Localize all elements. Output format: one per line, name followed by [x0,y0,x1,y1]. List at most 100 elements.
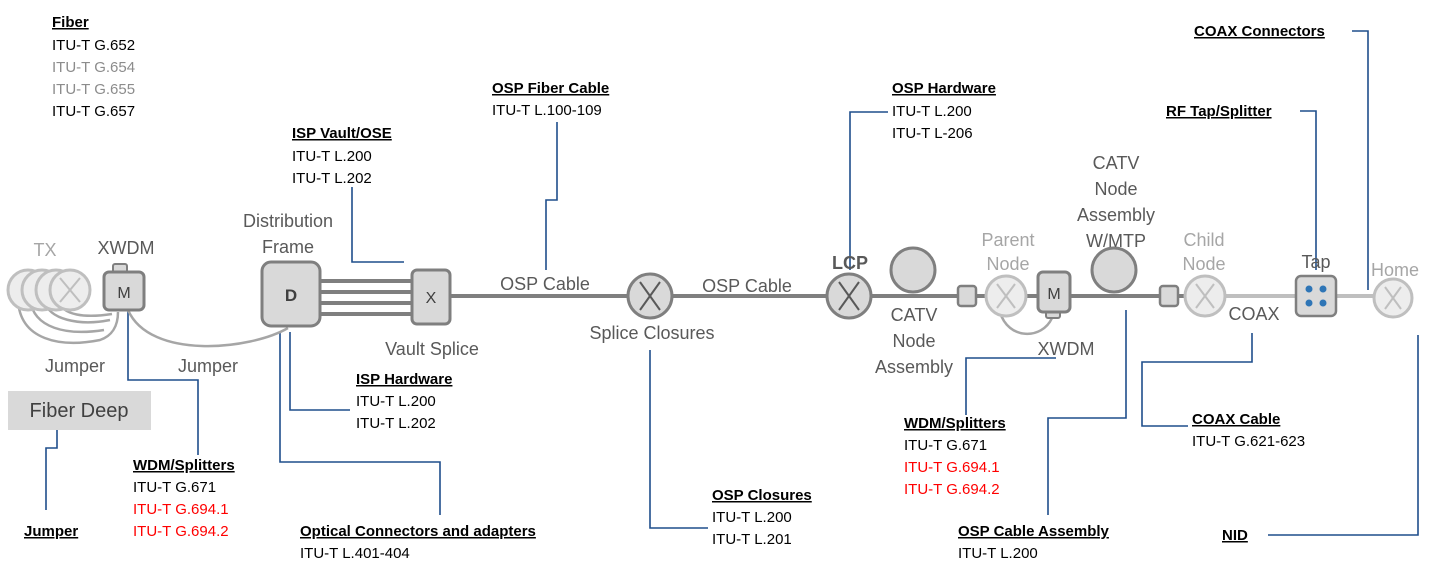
tap-label: Tap [1301,252,1330,272]
callout-isp-hardware: ISP Hardware ITU-T L.200 ITU-T L.202 [356,371,452,432]
callout-title: WDM/Splitters [904,415,1006,432]
catv-node-assembly-label-3: Assembly [875,357,953,377]
callout-title: OSP Closures [712,487,812,504]
callout-line: ITU-T G.621-623 [1192,433,1305,450]
callout-coax-cable: COAX Cable ITU-T G.621-623 [1192,411,1305,450]
distribution-frame-label-1: Distribution [243,211,333,231]
child-node-label-1: Child [1183,230,1224,250]
catv-node-mtp-label-1: CATV [1093,153,1140,173]
distribution-frame: D [260,260,322,328]
home-node [1372,277,1414,319]
callout-isp-vault: ISP Vault/OSE ITU-T L.200 ITU-T L.202 [292,125,392,187]
callout-leader-lines [45,30,1419,536]
callout-title: OSP Fiber Cable [492,80,609,97]
callout-line: ITU-T G.694.1 [133,501,229,518]
callout-title: OSP Hardware [892,80,996,97]
catv-node-mtp-circle [1090,246,1138,294]
xwdm-right-label: XWDM [1038,339,1095,359]
mux-left: M [102,263,146,312]
parent-node [984,274,1028,318]
xwdm-left-label: XWDM [98,238,155,258]
parent-node-label-2: Node [986,254,1029,274]
jumper-left-label: Jumper [45,356,105,376]
osp-cable-label-2: OSP Cable [702,276,792,296]
tap-device [1294,274,1338,318]
callout-jumper: Jumper [24,523,78,540]
catv-node-mtp-label-4: W/MTP [1086,231,1146,251]
fiber-deep-label: Fiber Deep [30,400,129,422]
callout-osp-hardware: OSP Hardware ITU-T L.200 ITU-T L-206 [892,80,996,142]
callout-title: Optical Connectors and adapters [300,523,536,540]
callout-title: COAX Cable [1192,411,1280,428]
mux-left-glyph: M [117,285,130,302]
callout-coax-connectors: COAX Connectors [1194,23,1325,40]
callout-line: ITU-T G.694.2 [133,523,229,540]
callout-line: ITU-T L.200 [892,103,972,120]
callout-line: ITU-T L.200 [712,509,792,526]
callout-title: COAX Connectors [1194,23,1325,40]
child-node [1183,274,1227,318]
jumper-mid-label: Jumper [178,356,238,376]
home-label: Home [1371,260,1419,280]
parent-node-label-1: Parent [981,230,1034,250]
callout-optical-connectors: Optical Connectors and adapters ITU-T L.… [300,523,536,562]
callout-line: ITU-T L.200 [356,393,436,410]
callout-line: ITU-T G.694.2 [904,481,1000,498]
callout-title: RF Tap/Splitter [1166,103,1272,120]
lcp-label: LCP [832,253,868,273]
callout-title: WDM/Splitters [133,457,235,474]
tx-transmitters [6,268,92,312]
callout-line: ITU-T L.200 [292,148,372,165]
distribution-frame-glyph: D [285,286,297,305]
catv-node-assembly-label-1: CATV [891,305,938,325]
catv-node-assembly-circle [889,246,937,294]
callout-nid: NID [1222,527,1248,544]
vault-splice-label: Vault Splice [385,339,479,359]
callout-title: NID [1222,527,1248,544]
callout-line: ITU-T L.202 [356,415,436,432]
coax-label: COAX [1228,304,1279,324]
catv-node-assembly-label-2: Node [892,331,935,351]
callout-rf-tap: RF Tap/Splitter [1166,103,1272,120]
vault-splice-box: X [410,268,452,326]
mux-right-glyph: M [1047,286,1060,303]
callout-line: ITU-T L.202 [292,170,372,187]
callout-line: ITU-T L.401-404 [300,545,410,562]
callout-osp-fiber-cable: OSP Fiber Cable ITU-T L.100-109 [492,80,609,119]
catv-node-mtp-label-3: Assembly [1077,205,1155,225]
child-node-label-2: Node [1182,254,1225,274]
mux-right: M [1036,270,1072,319]
osp-cable-label-1: OSP Cable [500,274,590,294]
cables [318,279,1374,316]
callout-wdm-left: WDM/Splitters ITU-T G.671 ITU-T G.694.1 … [133,457,235,540]
catv-node-mtp-label-2: Node [1094,179,1137,199]
tx-label: TX [33,240,56,260]
distribution-frame-label-2: Frame [262,237,314,257]
callout-line: ITU-T L.100-109 [492,102,602,119]
callout-title: ISP Vault/OSE [292,125,392,142]
callout-wdm-right: WDM/Splitters ITU-T G.671 ITU-T G.694.1 … [904,415,1006,498]
callout-title: ISP Hardware [356,371,452,388]
callout-line: ITU-T G.655 [52,81,135,98]
callout-line: ITU-T G.657 [52,103,135,120]
vault-splice-glyph: X [426,290,437,307]
callout-osp-closures: OSP Closures ITU-T L.200 ITU-T L.201 [712,487,812,548]
callout-line: ITU-T L-206 [892,125,973,142]
connector-square [1158,284,1180,308]
splice-closures-label: Splice Closures [589,323,714,343]
callout-fiber: Fiber ITU-T G.652 ITU-T G.654 ITU-T G.65… [52,14,135,120]
callout-line: ITU-T G.654 [52,59,135,76]
callout-line: ITU-T G.671 [904,437,987,454]
callout-line: ITU-T G.671 [133,479,216,496]
callout-title: Fiber [52,14,89,31]
callout-line: ITU-T G.652 [52,37,135,54]
callout-line: ITU-T L.200 [958,545,1038,562]
callout-title: Jumper [24,523,78,540]
callout-osp-cable-assembly: OSP Cable Assembly ITU-T L.200 [958,523,1110,562]
callout-title: OSP Cable Assembly [958,523,1110,540]
callout-line: ITU-T L.201 [712,531,792,548]
splice-closure [626,272,674,320]
lcp-node [825,272,873,320]
fiber-deep-box [8,391,151,430]
